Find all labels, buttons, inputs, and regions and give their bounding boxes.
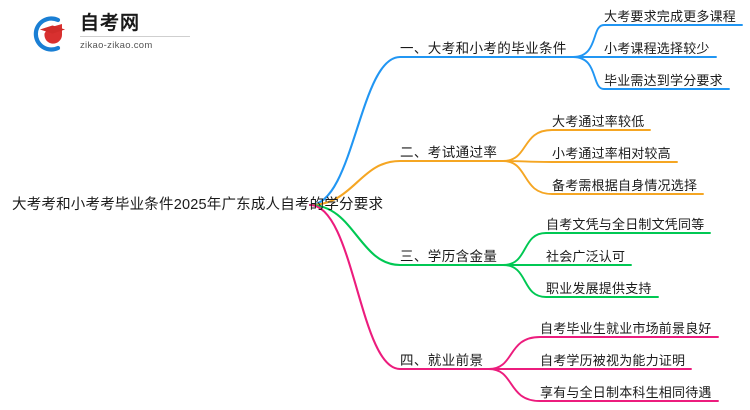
mindmap-leaf-node-3-3[interactable]: 职业发展提供支持 xyxy=(546,281,652,296)
connector-curve xyxy=(308,203,505,267)
mindmap-leaf-node-1-3[interactable]: 毕业需达到学分要求 xyxy=(604,73,723,88)
connector-curve xyxy=(308,55,575,207)
connector-curve xyxy=(502,160,678,163)
connector-curve xyxy=(502,160,704,195)
mindmap-leaf-node-4-1[interactable]: 自考毕业生就业市场前景良好 xyxy=(540,321,712,336)
mindmap-branch-node-3[interactable]: 三、学历含金量 xyxy=(400,249,498,264)
connector-curve xyxy=(572,24,743,58)
graduation-cap-arc-logo-icon xyxy=(28,14,70,54)
mindmap-leaf-node-2-3[interactable]: 备考需根据自身情况选择 xyxy=(552,178,698,193)
mindmap-leaf-node-3-2[interactable]: 社会广泛认可 xyxy=(546,249,626,264)
connector-curve xyxy=(502,264,659,298)
mindmap-leaf-node-4-3[interactable]: 享有与全日制本科生相同待遇 xyxy=(540,385,712,400)
mindmap-branch-node-2[interactable]: 二、考试通过率 xyxy=(400,145,498,160)
mindmap-branch-node-1[interactable]: 一、大考和小考的毕业条件 xyxy=(400,41,567,56)
mindmap-leaf-node-2-1[interactable]: 大考通过率较低 xyxy=(552,114,645,129)
connector-curve xyxy=(308,203,491,371)
connector-curve xyxy=(502,232,711,266)
mindmap-leaf-node-1-1[interactable]: 大考要求完成更多课程 xyxy=(604,9,737,24)
site-logo[interactable]: 自考网 zikao-zikao.com xyxy=(28,12,190,56)
site-logo-name-cn: 自考网 xyxy=(80,13,141,34)
mindmap-leaf-node-1-2[interactable]: 小考课程选择较少 xyxy=(604,41,710,56)
mindmap-leaf-node-3-1[interactable]: 自考文凭与全日制文凭同等 xyxy=(546,217,705,232)
site-logo-text: 自考网 zikao-zikao.com xyxy=(80,12,190,54)
connector-curve xyxy=(488,368,719,402)
mindmap-branch-node-4[interactable]: 四、就业前景 xyxy=(400,353,484,368)
mindmap-leaf-node-2-2[interactable]: 小考通过率相对较高 xyxy=(552,146,671,161)
connector-curve xyxy=(502,129,651,162)
mindmap-root-node[interactable]: 大考考和小考考毕业条件2025年广东成人自考的学分要求 xyxy=(12,197,384,213)
site-logo-name-en: zikao-zikao.com xyxy=(80,36,190,52)
mindmap-leaf-node-4-2[interactable]: 自考学历被视为能力证明 xyxy=(540,353,686,368)
connector-curve xyxy=(308,159,505,207)
connector-curve xyxy=(572,56,730,90)
connector-curve xyxy=(488,336,719,370)
